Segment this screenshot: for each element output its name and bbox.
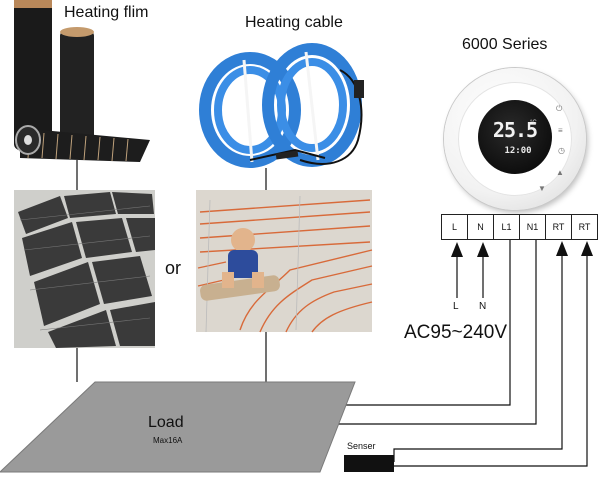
terminal-l1: L1 bbox=[493, 214, 520, 240]
terminal-block: L N L1 N1 RT RT bbox=[441, 214, 598, 240]
load-plate bbox=[0, 381, 356, 473]
thermostat-title: 6000 Series bbox=[462, 36, 548, 53]
thermostat-screen: 25.5 °C 12:00 bbox=[478, 100, 552, 174]
n1-wire bbox=[332, 240, 537, 425]
heating-cable-title: Heating cable bbox=[245, 14, 343, 31]
terminal-n1: N1 bbox=[519, 214, 546, 240]
or-label: or bbox=[165, 258, 182, 278]
l-input-label: L bbox=[453, 301, 459, 312]
rt1-arrow bbox=[556, 241, 568, 256]
sensor-label: Senser bbox=[347, 441, 376, 451]
thermostat-temperature: 25.5 bbox=[492, 118, 538, 142]
cable-floor-image bbox=[196, 190, 373, 333]
n-arrow bbox=[477, 242, 489, 257]
terminal-rt-2: RT bbox=[571, 214, 598, 240]
rt1-wire bbox=[393, 254, 563, 462]
l-arrow bbox=[451, 242, 463, 257]
sensor-probe bbox=[344, 455, 394, 472]
clock-icon: ◷ bbox=[558, 146, 565, 155]
load-label: Load bbox=[148, 414, 184, 431]
voltage-label: AC95~240V bbox=[404, 322, 507, 343]
terminal-n: N bbox=[467, 214, 494, 240]
thermostat-device: 25.5 °C 12:00 ⏻ ≡ ◷ ▲ ▼ bbox=[444, 68, 586, 210]
heating-cable-image bbox=[199, 43, 364, 168]
thermostat-unit: °C bbox=[530, 120, 537, 126]
load-max-label: Max16A bbox=[153, 436, 183, 445]
n-input-label: N bbox=[479, 301, 487, 312]
l1-wire bbox=[340, 240, 511, 406]
rt2-wire bbox=[394, 254, 588, 467]
up-icon: ▲ bbox=[556, 168, 564, 177]
down-icon: ▼ bbox=[538, 184, 546, 193]
terminal-l: L bbox=[441, 214, 468, 240]
menu-icon: ≡ bbox=[558, 126, 563, 135]
rt2-arrow bbox=[581, 241, 593, 256]
thermostat-time: 12:00 bbox=[504, 146, 532, 156]
heating-film-image bbox=[14, 0, 150, 162]
power-icon: ⏻ bbox=[556, 104, 563, 113]
thermostat-face: 25.5 °C 12:00 ⏻ ≡ ◷ ▲ ▼ bbox=[458, 82, 572, 196]
terminal-rt-1: RT bbox=[545, 214, 572, 240]
film-floor-image bbox=[14, 190, 155, 348]
heating-film-title: Heating flim bbox=[64, 4, 149, 21]
